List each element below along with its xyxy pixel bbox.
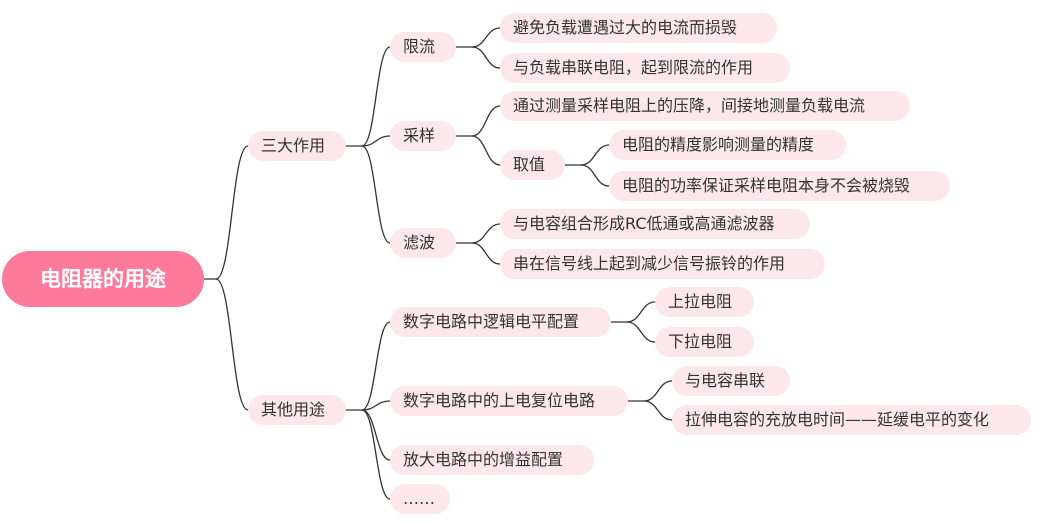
leaf-pull-up-resistor[interactable]: 上拉电阻	[655, 287, 754, 317]
leaf-rc-filter[interactable]: 与电容组合形成RC低通或高通滤波器	[500, 209, 810, 239]
leaf-pull-down-resistor[interactable]: 下拉电阻	[655, 327, 754, 357]
topic-three-main-uses[interactable]: 三大作用	[248, 131, 346, 161]
leaf-series-resistor-limiting[interactable]: 与负载串联电阻，起到限流的作用	[500, 53, 790, 83]
subtopic-sampling[interactable]: 采样	[390, 121, 456, 151]
subtopic-ellipsis[interactable]: ……	[390, 484, 450, 514]
root-node[interactable]: 电阻器的用途	[2, 251, 204, 307]
leaf-precision-affects-measurement[interactable]: 电阻的精度影响测量的精度	[609, 130, 846, 160]
subtopic-current-limiting[interactable]: 限流	[390, 32, 456, 62]
leaf-stretch-charge-time[interactable]: 拉伸电容的充放电时间——延缓电平的变化	[672, 405, 1031, 435]
topic-other-uses[interactable]: 其他用途	[248, 395, 346, 425]
subtopic-filtering[interactable]: 滤波	[390, 228, 456, 258]
leaf-series-with-capacitor[interactable]: 与电容串联	[672, 366, 790, 396]
subtopic-value-selection[interactable]: 取值	[500, 150, 565, 180]
subtopic-power-on-reset[interactable]: 数字电路中的上电复位电路	[390, 386, 628, 416]
leaf-measure-voltage-drop[interactable]: 通过测量采样电阻上的压降，间接地测量负载电流	[500, 91, 910, 121]
subtopic-amplifier-gain[interactable]: 放大电路中的增益配置	[390, 445, 594, 475]
leaf-power-rating[interactable]: 电阻的功率保证采样电阻本身不会被烧毁	[609, 171, 950, 201]
subtopic-logic-level-config[interactable]: 数字电路中逻辑电平配置	[390, 307, 611, 337]
leaf-avoid-overcurrent[interactable]: 避免负载遭遇过大的电流而损毁	[500, 13, 777, 43]
leaf-reduce-ringing[interactable]: 串在信号线上起到减少信号振铃的作用	[500, 249, 825, 279]
